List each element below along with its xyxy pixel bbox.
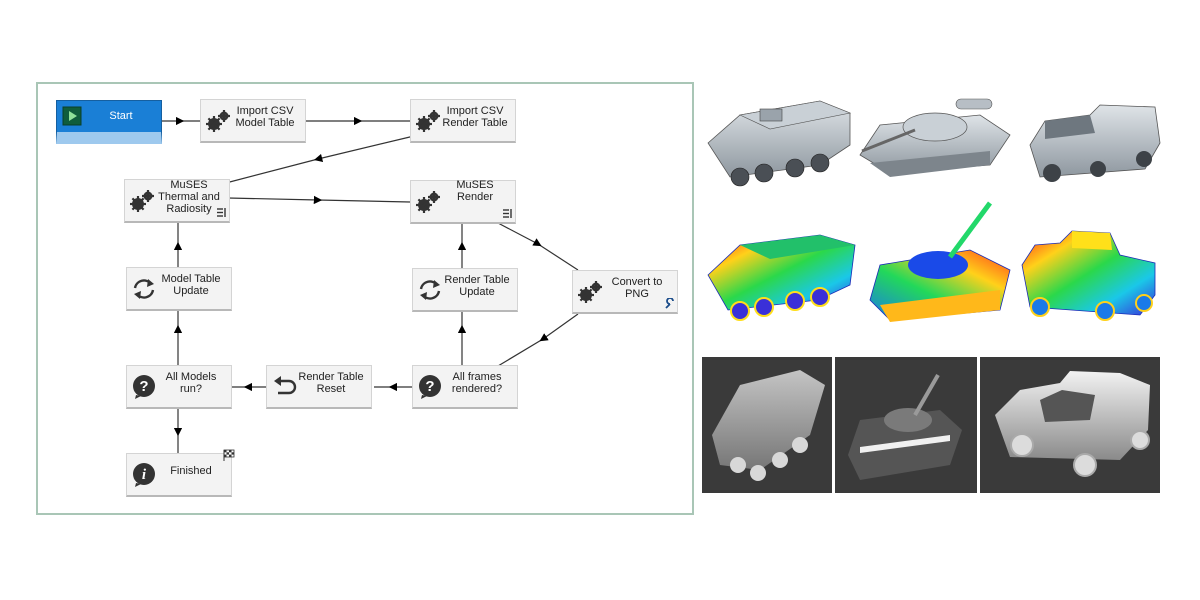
node-label: Start	[109, 110, 133, 122]
gears-icon	[578, 281, 602, 303]
grey-tank-render	[859, 98, 1011, 177]
svg-text:i: i	[142, 467, 147, 483]
ir-pickup-render	[995, 371, 1150, 477]
row-grey-shaded	[707, 98, 1161, 187]
node-label: MuSES Render	[456, 179, 494, 203]
node-label: Render Table Reset	[298, 371, 364, 395]
gears-icon	[130, 190, 154, 212]
muses-render-node[interactable]: MuSES Render	[410, 179, 516, 224]
row-thermal-colormap	[707, 201, 1156, 322]
thermal-tank-render	[869, 201, 1011, 322]
svg-text:?: ?	[425, 378, 434, 395]
info-icon: i	[133, 463, 155, 487]
render-gallery	[700, 85, 1170, 495]
muses-thermal-node[interactable]: MuSES Thermal and Radiosity	[124, 179, 230, 223]
node-label: Convert to PNG	[611, 276, 663, 300]
node-label: Import CSV Render Table	[442, 105, 508, 129]
import-render-node[interactable]: Import CSV Render Table	[410, 99, 516, 143]
grey-apc-render	[707, 100, 852, 187]
all-frames-rendered-node[interactable]: ? All frames rendered?	[412, 365, 518, 409]
workflow-connectors	[160, 116, 579, 454]
thermal-pickup-render	[1021, 230, 1156, 321]
list-icon	[503, 209, 512, 218]
connector-render-convert	[497, 222, 579, 271]
play-icon	[62, 106, 82, 126]
svg-text:?: ?	[139, 378, 148, 395]
start-node[interactable]: Start	[56, 100, 162, 144]
connector-import-render-thermal	[221, 135, 415, 185]
model-table-update-node[interactable]: Model Table Update	[126, 267, 232, 311]
connector-convert-frames	[497, 313, 579, 367]
refresh-icon	[133, 279, 155, 299]
render-table-reset-node[interactable]: Render Table Reset	[266, 365, 372, 409]
row-infrared-render	[702, 357, 1160, 493]
node-label: Import CSV Model Table	[235, 105, 295, 129]
finished-node[interactable]: i Finished	[126, 449, 235, 497]
undo-icon	[274, 376, 297, 395]
ir-apc-render	[712, 370, 825, 481]
gears-icon	[206, 110, 230, 132]
thermal-apc-render	[707, 234, 856, 321]
list-icon	[217, 208, 226, 217]
import-model-node[interactable]: Import CSV Model Table	[200, 99, 306, 143]
refresh-icon	[419, 280, 441, 300]
render-table-update-node[interactable]: Render Table Update	[412, 268, 518, 312]
node-label: All Models run?	[165, 371, 217, 395]
workflow-canvas: Start Import CSV Model Table Import CSV …	[36, 82, 694, 515]
checkered-flag-icon	[223, 449, 235, 461]
node-label: Finished	[170, 465, 212, 477]
all-models-run-node[interactable]: ? All Models run?	[126, 365, 232, 409]
convert-png-node[interactable]: Convert to PNG	[572, 270, 678, 314]
ir-tank-render	[848, 374, 962, 480]
gears-icon	[416, 110, 440, 132]
grey-pickup-render	[1029, 104, 1161, 182]
gears-icon	[416, 191, 440, 213]
connector-thermal-render	[227, 195, 411, 205]
node-label: Render Table Update	[444, 274, 510, 298]
node-label: All frames rendered?	[451, 371, 503, 395]
question-icon: ?	[133, 375, 155, 399]
wrench-icon	[665, 298, 674, 309]
node-label: MuSES Thermal and Radiosity	[158, 179, 220, 215]
question-icon: ?	[419, 375, 441, 399]
node-label: Model Table Update	[161, 273, 221, 297]
